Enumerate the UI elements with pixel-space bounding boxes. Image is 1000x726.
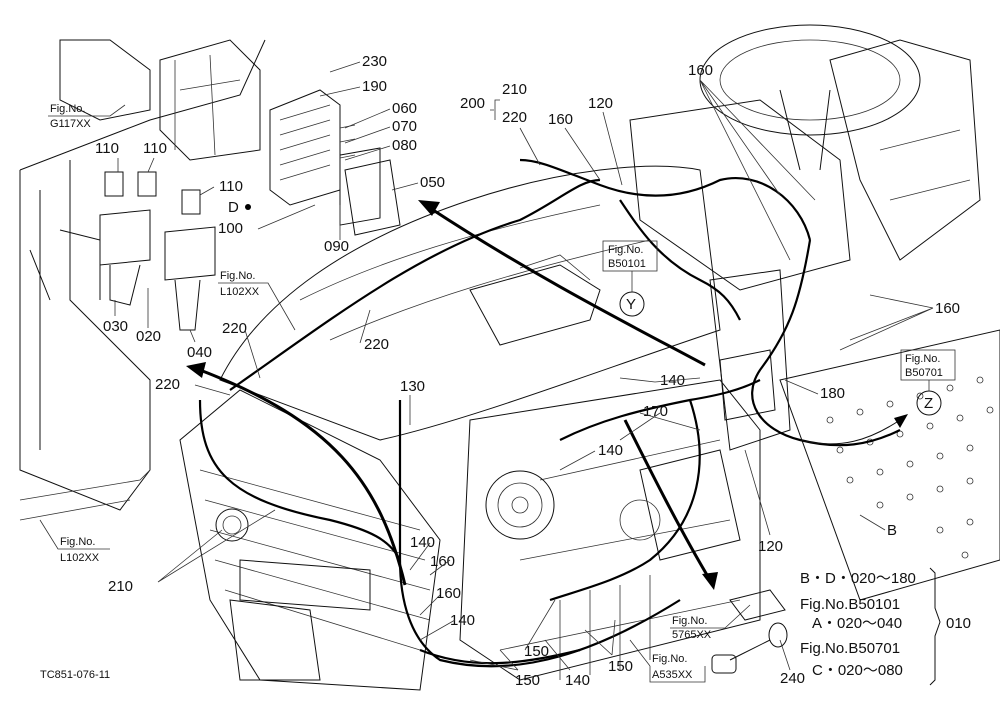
part-number: 120	[588, 95, 613, 112]
tractor-body-outline	[19, 24, 1000, 691]
part-number: 160	[935, 300, 960, 317]
fig-ref-b50101: Fig.No. B50101	[602, 240, 658, 292]
part-number: 030	[103, 318, 128, 335]
svg-text:B50101: B50101	[608, 258, 646, 270]
relay-assembly	[99, 171, 216, 331]
legend-row: Fig.No.B50101	[800, 596, 900, 613]
svg-text:Fig.No.: Fig.No.	[608, 244, 643, 256]
part-number-labels: 230 190 060 070 080 050 090 100 110 110 …	[95, 53, 960, 689]
part-number: 160	[688, 62, 713, 79]
svg-text:A535XX: A535XX	[652, 669, 693, 681]
leader-lines	[114, 61, 934, 671]
part-number: 140	[598, 442, 623, 459]
part-number: 180	[820, 385, 845, 402]
svg-text:B50701: B50701	[905, 367, 943, 379]
part-number: 200	[460, 95, 485, 112]
point-label-y: Y	[626, 296, 636, 313]
fig-ref-b50701: Fig.No. B50701	[900, 349, 956, 391]
wiring-harness	[198, 158, 901, 668]
figure-references: Fig.No. G117XX Fig.No. L102XX Fig.No. B5…	[39, 103, 956, 683]
svg-text:5765XX: 5765XX	[672, 629, 712, 641]
part-number: 220	[155, 376, 180, 393]
svg-text:Fig.No.: Fig.No.	[905, 353, 940, 365]
part-number: 150	[608, 658, 633, 675]
direction-arrows	[186, 200, 908, 590]
part-number: 120	[758, 538, 783, 555]
part-number: 100	[218, 220, 243, 237]
part-number: 020	[136, 328, 161, 345]
legend-row: A・020～040	[812, 615, 902, 632]
part-number: 220	[502, 109, 527, 126]
point-labels: D Y Z B	[228, 199, 942, 539]
part-number: 220	[222, 320, 247, 337]
svg-text:Fig.No.: Fig.No.	[672, 615, 707, 627]
fig-ref-l102xx-bottom: Fig.No. L102XX	[39, 519, 110, 564]
part-number: 110	[219, 178, 243, 195]
part-number: 050	[420, 174, 445, 191]
part-number: 160	[430, 553, 455, 570]
part-number: 210	[502, 81, 527, 98]
point-label-z: Z	[924, 395, 933, 412]
legend: B・D・020～180 Fig.No.B50101 A・020～040 Fig.…	[711, 567, 971, 686]
fig-ref-5765xx: Fig.No. 5765XX	[670, 589, 786, 641]
part-number: 140	[410, 534, 435, 551]
fuse-box	[269, 89, 401, 236]
part-number: 060	[392, 100, 417, 117]
svg-text:G117XX: G117XX	[50, 118, 91, 130]
fig-ref-g117xx: Fig.No. G117XX	[48, 103, 126, 130]
legend-row: Fig.No.B50701	[800, 640, 900, 657]
svg-text:Fig.No.: Fig.No.	[220, 270, 255, 282]
part-number: 040	[187, 344, 212, 361]
legend-row: C・020～080	[812, 662, 903, 679]
part-number: 140	[450, 612, 475, 629]
part-number: 110	[143, 140, 167, 157]
platform-holes	[826, 376, 994, 559]
part-number: 150	[524, 643, 549, 660]
drawing-id: TC851-076-11	[40, 669, 110, 681]
legend-row: B・D・020～180	[800, 570, 916, 587]
point-label-d: D	[228, 199, 239, 216]
part-number: 090	[324, 238, 349, 255]
part-number: 110	[95, 140, 119, 157]
legend-group-code: 010	[946, 615, 971, 632]
point-label-b: B	[887, 522, 897, 539]
fig-ref-a535xx: Fig.No. A535XX	[629, 639, 706, 683]
part-number: 140	[565, 672, 590, 689]
part-number: 240	[780, 670, 805, 687]
svg-text:L102XX: L102XX	[220, 286, 260, 298]
part-number: 210	[108, 578, 133, 595]
part-number: 130	[400, 378, 425, 395]
part-number: 190	[362, 78, 387, 95]
svg-text:Fig.No.: Fig.No.	[652, 653, 687, 665]
part-number: 070	[392, 118, 417, 135]
part-number: 150	[515, 672, 540, 689]
part-number: 230	[362, 53, 387, 70]
svg-text:L102XX: L102XX	[60, 552, 100, 564]
svg-text:Fig.No.: Fig.No.	[60, 536, 95, 548]
svg-text:Fig.No.: Fig.No.	[50, 103, 85, 115]
part-number: 080	[392, 137, 417, 154]
part-number: 160	[436, 585, 461, 602]
part-number: 220	[364, 336, 389, 353]
part-number: 160	[548, 111, 573, 128]
fig-ref-l102xx-top: Fig.No. L102XX	[218, 270, 296, 331]
